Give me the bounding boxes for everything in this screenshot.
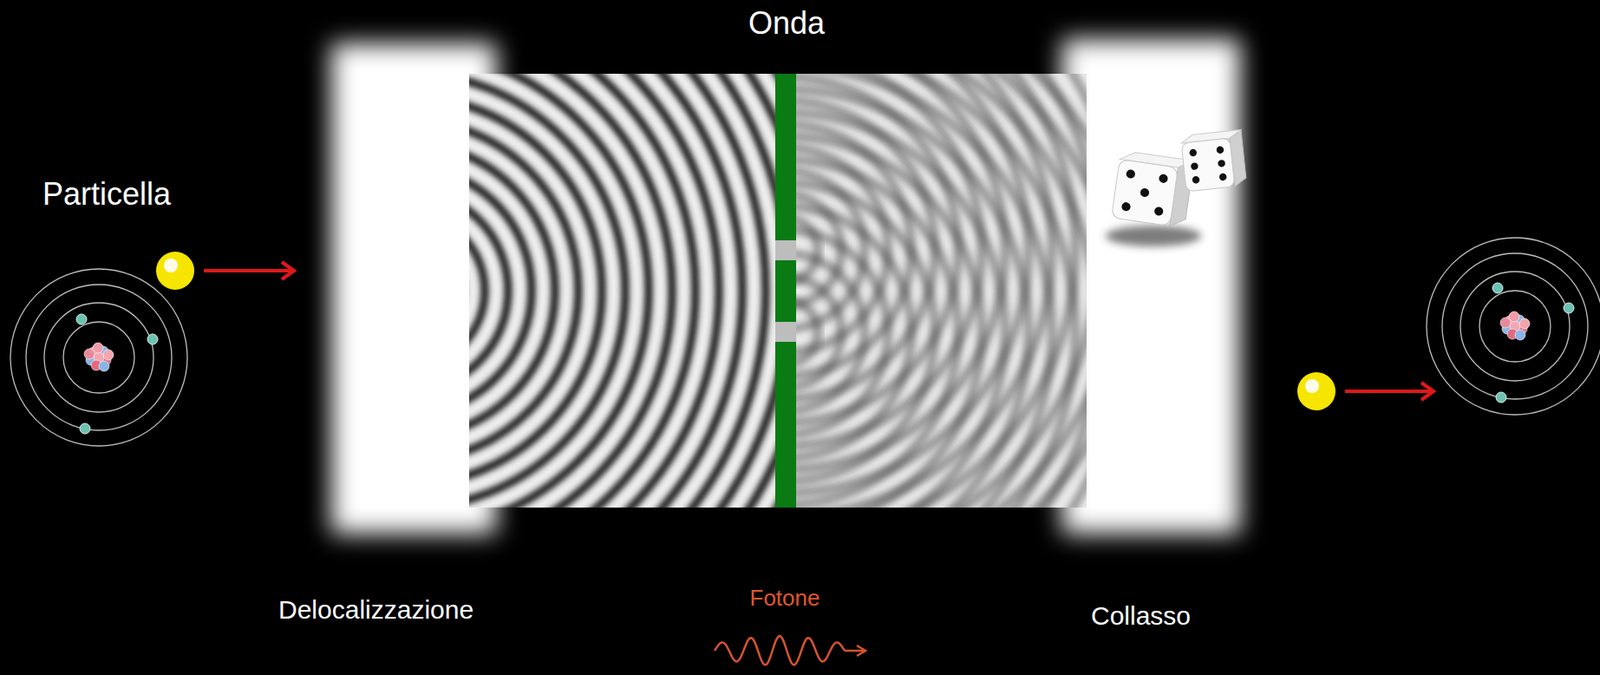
photon-wave [714,635,866,665]
wave-front [796,206,912,458]
particle-arrow [156,251,1434,411]
wave-front [469,73,776,508]
wave-front [796,73,1087,508]
wave-front [469,73,626,508]
wave-front [796,73,1087,508]
wave-front [796,159,959,505]
wave-front [796,253,865,412]
wave-front [469,73,776,508]
wave-front [469,73,673,508]
label: Onda [748,5,825,41]
atom [1426,237,1600,415]
wave-front [796,73,1087,508]
wave-front [469,213,485,368]
wave-front [796,73,1087,508]
wave-front [469,73,743,508]
label: Fotone [750,585,821,612]
label: Collasso [1090,600,1191,632]
wave-front [469,73,776,508]
wave-front [796,276,842,388]
wave-front [796,300,818,365]
interference-waves [796,73,1087,508]
wave-front [469,73,719,508]
wave-front [469,73,776,508]
label: Delocalizzazione [278,594,474,626]
wave-front [469,73,776,508]
wave-front [796,73,1087,508]
wave-front [469,189,509,392]
wave-front [469,73,776,508]
wave-front [469,73,766,508]
double-slit-barrier [775,73,797,508]
wave-front [796,182,935,482]
white-panel [1062,39,1241,534]
wave-front [469,73,776,508]
label: Particella [42,176,171,212]
wave-front [796,229,889,435]
atom [10,268,188,446]
wave-front [796,89,1029,508]
wave-front [469,73,776,508]
wave-front [796,73,1052,508]
wave-front [469,73,696,508]
wave-front [796,73,1087,508]
dice [1105,129,1248,247]
incoming-waves [469,73,776,508]
